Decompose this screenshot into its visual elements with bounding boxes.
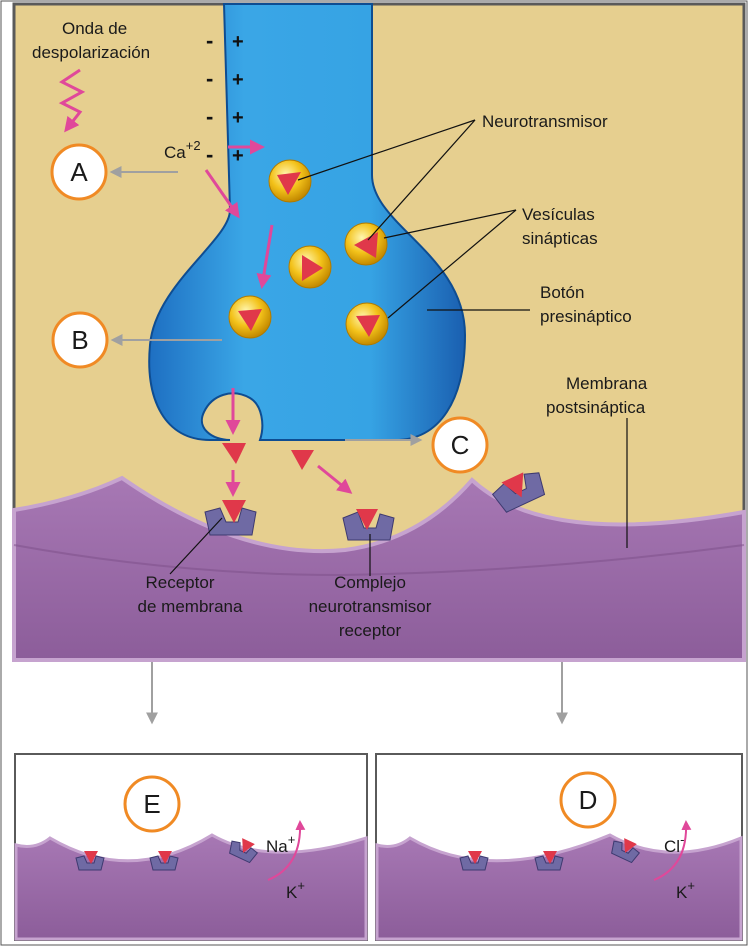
step-c-label: C — [451, 430, 470, 460]
charge-pos-1: + — [232, 31, 244, 53]
boton-label-1: Botón — [540, 283, 584, 302]
charge-neg-2: - — [206, 66, 213, 91]
step-b: B — [53, 313, 107, 367]
onda-label-1: Onda de — [62, 19, 127, 38]
panel-e: E Na+ K+ — [15, 754, 367, 940]
step-a-label: A — [70, 157, 88, 187]
boton-label-2: presináptico — [540, 307, 632, 326]
onda-label-2: despolarización — [32, 43, 150, 62]
step-d-label: D — [579, 785, 598, 815]
panel-e-membrane — [16, 835, 366, 939]
vesicle — [345, 223, 387, 265]
charge-pos-3: + — [232, 107, 244, 129]
vesiculas-label-1: Vesículas — [522, 205, 595, 224]
vesiculas-label-2: sinápticas — [522, 229, 598, 248]
charge-neg-3: - — [206, 104, 213, 129]
receptor-label-2: de membrana — [138, 597, 243, 616]
step-a: A — [52, 145, 106, 199]
step-b-label: B — [71, 325, 88, 355]
charge-neg-4: - — [206, 142, 213, 167]
complejo-label-2: neurotransmisor — [309, 597, 432, 616]
vesicle — [269, 160, 311, 202]
membrana-label-1: Membrana — [566, 374, 648, 393]
charge-pos-2: + — [232, 69, 244, 91]
panel-d: D Cl- K+ — [376, 754, 742, 940]
vesicle — [229, 296, 271, 338]
vesicle — [346, 303, 388, 345]
vesicle — [289, 246, 331, 288]
charge-neg-1: - — [206, 28, 213, 53]
membrana-label-2: postsináptica — [546, 398, 646, 417]
step-c: C — [433, 418, 487, 472]
receptor-label-1: Receptor — [146, 573, 215, 592]
complejo-label-3: receptor — [339, 621, 402, 640]
step-e-label: E — [143, 789, 160, 819]
complejo-label-1: Complejo — [334, 573, 406, 592]
neurotransmisor-label: Neurotransmisor — [482, 112, 608, 131]
